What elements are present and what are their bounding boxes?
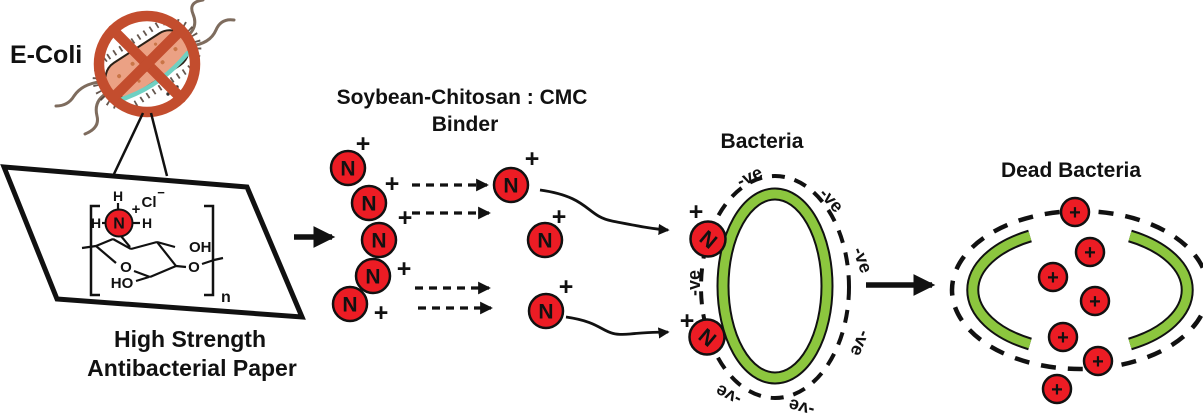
bacteria-title: Bacteria: [721, 130, 804, 153]
h-left: H: [91, 215, 101, 231]
prohibition-icon: [93, 10, 201, 118]
plus-sign: +: [398, 204, 413, 232]
dashed-release-arrows: [412, 178, 493, 315]
ring-oxygen: O: [120, 259, 132, 276]
cation: +: [1047, 321, 1079, 353]
ruptured-membrane: [966, 229, 1194, 351]
n-ion: N +: [492, 145, 540, 204]
n-ion: N +: [526, 203, 567, 259]
paper-label-line1: High Strength: [114, 326, 266, 352]
glycosidic-oxygen: O: [188, 259, 200, 276]
plus-sign: +: [680, 307, 695, 335]
svg-text:N: N: [538, 301, 553, 324]
charge-label: -ve: [846, 327, 874, 359]
subscript-n: n: [221, 289, 231, 306]
binder-title-line1: Soybean-Chitosan : CMC: [337, 86, 588, 109]
ammonium-plus: +: [132, 201, 141, 218]
pili-texture: [92, 18, 202, 110]
svg-text:+: +: [1084, 242, 1096, 264]
dead-bacteria-section: Dead Bacteria + + + +: [949, 159, 1203, 405]
flagella-icon: [54, 0, 236, 136]
ecoli-label: E-Coli: [10, 41, 82, 69]
charge-label: -ve: [684, 270, 704, 296]
n-ion: N +: [329, 130, 371, 187]
svg-text:N: N: [342, 294, 357, 317]
binder-section: Soybean-Chitosan : CMC Binder N + N + N …: [294, 86, 670, 339]
right-bracket: [204, 204, 215, 297]
binder-title-line2: Binder: [432, 113, 499, 136]
cation: +: [1059, 196, 1091, 228]
curved-attack-arrows: [539, 188, 670, 339]
charge-label: -ve: [733, 162, 765, 191]
n-ion: N +: [527, 273, 574, 330]
dead-charge-ring: [949, 208, 1203, 372]
h-top: H: [113, 188, 123, 204]
cation: +: [1041, 373, 1073, 405]
callout-lines: [112, 112, 169, 177]
dead-bacteria-title: Dead Bacteria: [1001, 159, 1141, 182]
charge-label: -ve: [849, 244, 877, 275]
svg-text:N: N: [340, 158, 355, 181]
bonds: [81, 203, 224, 283]
plus-sign: +: [552, 203, 567, 231]
svg-text:N: N: [371, 230, 386, 253]
ho-group: HO: [111, 275, 134, 292]
svg-text:N: N: [365, 266, 380, 289]
svg-text:+: +: [1069, 202, 1081, 224]
leaked-cations: + + + + + + +: [1037, 196, 1114, 405]
cation: +: [1079, 285, 1111, 317]
n-ion: N +: [360, 204, 413, 259]
negative-charge-ring: [699, 174, 851, 400]
charge-label: -ve: [815, 184, 847, 217]
oh-group: OH: [189, 239, 212, 256]
chloride-minus: −: [157, 185, 165, 200]
svg-text:+: +: [1051, 379, 1063, 401]
svg-text:+: +: [1047, 267, 1059, 289]
cation: +: [1074, 236, 1106, 268]
charge-label: -ve: [786, 395, 816, 416]
svg-text:+: +: [1092, 351, 1104, 373]
chloride: Cl: [142, 194, 157, 211]
ammonium-n-circle: [104, 208, 134, 238]
n-ion: N +: [350, 170, 400, 222]
membrane: [718, 189, 832, 383]
ecoli-section: E-Coli: [10, 0, 236, 177]
plus-sign: +: [385, 170, 400, 198]
bound-n-ion: N +: [680, 307, 726, 356]
svg-text:N: N: [361, 193, 376, 216]
cation: +: [1082, 345, 1114, 377]
svg-text:+: +: [1057, 327, 1069, 349]
cation: +: [1037, 261, 1069, 293]
paper-section: n N: [0, 164, 306, 381]
chitosan-structure: n N: [81, 185, 231, 306]
plus-sign: +: [397, 255, 412, 283]
plus-sign: +: [525, 145, 540, 173]
plus-sign: +: [689, 198, 704, 226]
ammonium-n: N: [113, 216, 125, 233]
n-ion: N +: [354, 255, 412, 295]
n-ion-chain: N + N + N + N + N +: [329, 130, 413, 327]
svg-text:N: N: [537, 230, 552, 253]
plus-sign: +: [559, 273, 574, 301]
plus-sign: +: [374, 299, 389, 327]
left-bracket: [89, 204, 100, 297]
n-ion: N +: [331, 285, 389, 327]
free-n-ions: N + N + N +: [492, 145, 574, 330]
paper-label-line2: Antibacterial Paper: [87, 355, 297, 381]
svg-text:+: +: [1089, 291, 1101, 313]
svg-text:N: N: [503, 175, 518, 198]
bound-n-ion: N +: [689, 198, 727, 258]
plus-sign: +: [356, 130, 371, 158]
h-right: H: [142, 215, 152, 231]
bacteria-section: Bacteria -ve -ve -ve -ve -ve -ve -ve N +…: [680, 130, 936, 416]
